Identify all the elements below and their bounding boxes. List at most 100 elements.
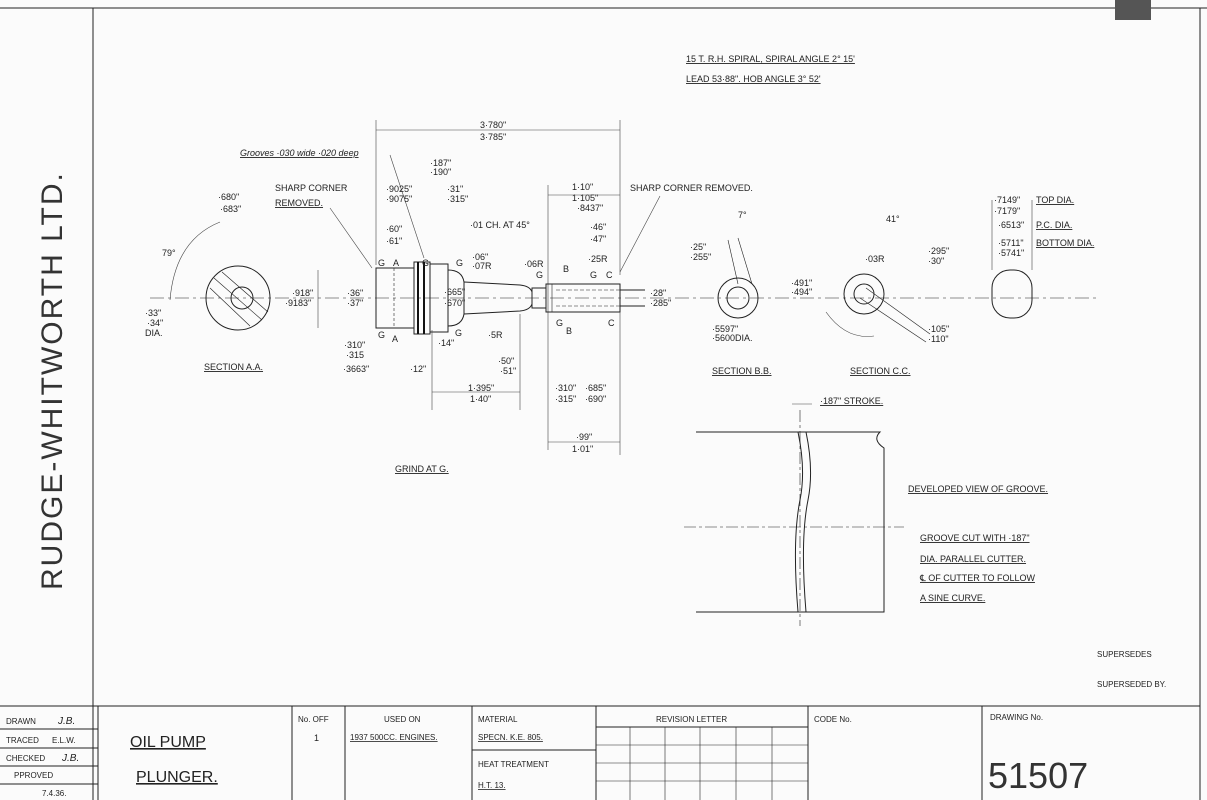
used-on-value: 1937 500CC. ENGINES. [350,733,438,742]
dim-36-2: ·37" [347,298,363,308]
marker-g-3: G [456,258,463,268]
dim-187-1: ·187" [430,158,451,168]
dim-14: ·14" [438,338,454,348]
dim-310a-1: ·310" [344,340,365,350]
section-cc-label: SECTION C.C. [850,366,911,376]
drawing-no-label: DRAWING No. [990,713,1043,722]
dim-99-1: ·99" [576,432,592,442]
bottom-dia-label: BOTTOM DIA. [1036,238,1094,248]
dim-33-2: ·34" [147,318,163,328]
checked-label: CHECKED [6,754,45,763]
dim-105-1: ·105" [928,324,949,334]
dim-3663: ·3663" [343,364,369,374]
marker-b-bottom: B [566,326,572,336]
marker-a-bottom: A [392,334,398,344]
section-cc-arrow-arc [825,311,875,337]
marker-g-8: G [556,318,563,328]
traced-value: E.L.W. [52,736,76,745]
dim-9025-1: ·9025" [386,184,412,194]
corner-smudge [1115,0,1151,20]
grooves-note: Grooves ·030 wide ·020 deep [240,148,359,158]
dim-06r2: ·06R [524,259,544,269]
lead-note: LEAD 53·88". HOB ANGLE 3° 52' [686,74,821,84]
developed-view-label: DEVELOPED VIEW OF GROOVE. [908,484,1048,494]
dim-36-1: ·36" [347,288,363,298]
dim-110-1: 1·10" [572,182,593,192]
dim-5711-1: ·5711" [998,238,1024,248]
dim-31-2: ·315" [447,194,468,204]
dim-5597-1: ·5597" [712,324,738,334]
dim-665-1: ·665" [444,287,465,297]
dim-9025-2: ·9075" [386,194,412,204]
sharp-corner-left-leader [329,207,373,269]
chamfer-note: ·01 CH. AT 45° [470,220,530,230]
dim-79: 79° [162,248,176,258]
material-value: SPECN. K.E. 805. [478,733,543,742]
dim-295-2: ·30" [928,256,944,266]
company-name: RUDGE-WHITWORTH LTD. [36,171,69,590]
dim-25-1: ·25" [690,242,706,252]
dim-12: ·12" [410,364,426,374]
dim-33-1: ·33" [145,308,161,318]
dim-685-1: ·685" [585,383,606,393]
marker-g-6: G [378,330,385,340]
dim-295-1: ·295" [928,246,949,256]
dim-5711-2: ·5741" [998,248,1024,258]
marker-g-1: G [378,258,385,268]
dim-06-1: ·06" [472,252,488,262]
section-bb-label: SECTION B.B. [712,366,772,376]
dim-41: 41° [886,214,900,224]
drawing-title-line1: OIL PUMP [130,734,206,751]
pc-dia-label: P.C. DIA. [1036,220,1072,230]
dim-310b-2: ·315" [555,394,576,404]
marker-b-top: B [563,264,569,274]
overall-dim-2: 3·785" [480,132,506,142]
no-off-value: 1 [314,733,319,743]
stroke-label: ·187" STROKE. [820,396,883,406]
dim-25r: ·25R [588,254,608,264]
groove-cut-note-1: GROOVE CUT WITH ·187" [920,533,1030,543]
material-label: MATERIAL [478,715,518,724]
dim-110-2: 1·105" [572,193,598,203]
dim-491-1: ·491" [791,278,812,288]
traced-label: TRACED [6,736,39,745]
checked-value: J.B. [61,753,79,764]
dim-187-2: ·190" [430,167,451,177]
code-no-label: CODE No. [814,715,852,724]
title-block [0,705,1200,800]
dim-110-3: ·8437" [577,203,603,213]
spiral-note: 15 T. R.H. SPIRAL, SPIRAL ANGLE 2° 15' [686,54,855,64]
dim-28-2: ·285" [650,298,671,308]
dim-918-1: ·918" [292,288,313,298]
sharp-corner-left-2: REMOVED. [275,198,323,208]
dim-1395-2: 1·40" [470,394,491,404]
dim-31-1: ·31" [447,184,463,194]
marker-c-bottom: C [608,318,615,328]
grind-note: GRIND AT G. [395,464,449,474]
section-cc [825,273,931,343]
dim-7149-2: ·7179" [994,206,1020,216]
section-aa-label: SECTION A.A. [204,362,263,372]
sharp-corner-left-1: SHARP CORNER [275,183,348,193]
used-on-label: USED ON [384,715,421,724]
dim-33-3: DIA. [145,328,163,338]
dim-7149-1: ·7149" [994,195,1020,205]
dim-46-1: ·46" [590,222,606,232]
marker-g-5: G [590,270,597,280]
heat-treatment-label: HEAT TREATMENT [478,760,549,769]
drawing-number: 51507 [988,755,1088,796]
section-aa [205,265,271,331]
dim-665-2: ·670" [444,298,465,308]
dim-685-2: ·690" [585,394,606,404]
dim-60-2: ·61" [386,236,402,246]
dim-105-2: ·110" [928,334,949,344]
angle-79-arc [169,221,221,301]
marker-g-7: G [455,328,462,338]
dim-918-2: ·9183" [285,298,311,308]
dim-5597-2: ·5600DIA. [712,333,753,343]
dim-28-1: ·28" [650,288,666,298]
supersedes-label: SUPERSEDES [1097,650,1152,659]
dim-03r: ·03R [865,254,885,264]
marker-c-top: C [606,270,613,280]
drawn-value: J.B. [57,716,75,727]
